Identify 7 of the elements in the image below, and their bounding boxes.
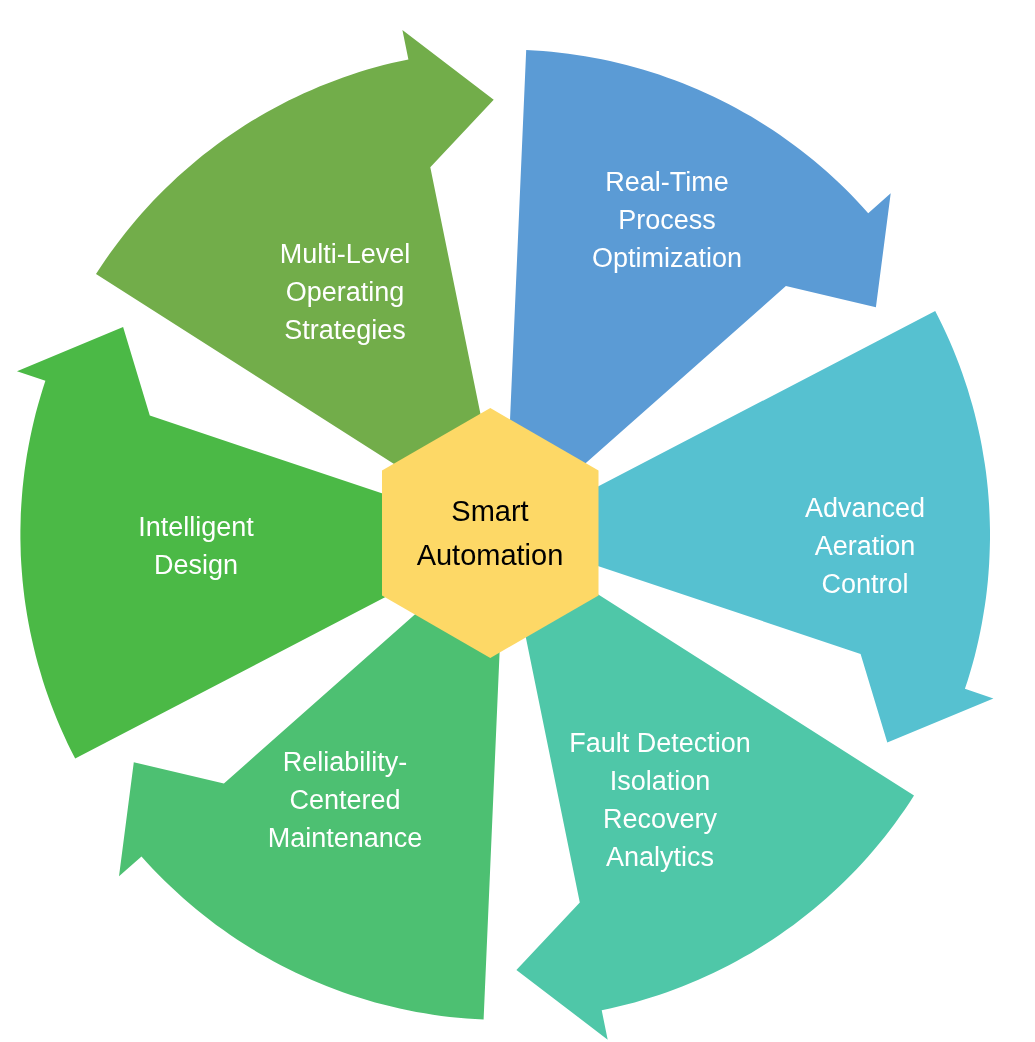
segment-label: Real-Time Process Optimization — [590, 166, 744, 275]
segment-label: Multi-Level Operating Strategies — [278, 238, 412, 347]
segment-label: Advanced Aeration Control — [803, 492, 927, 601]
segment-label: Reliability-Centered Maintenance — [266, 746, 424, 855]
center-label: Smart Automation — [415, 494, 565, 573]
segment-label: Fault Detection Isolation Recovery Analytics — [568, 727, 752, 874]
segment-label: Intelligent Design — [137, 511, 255, 582]
